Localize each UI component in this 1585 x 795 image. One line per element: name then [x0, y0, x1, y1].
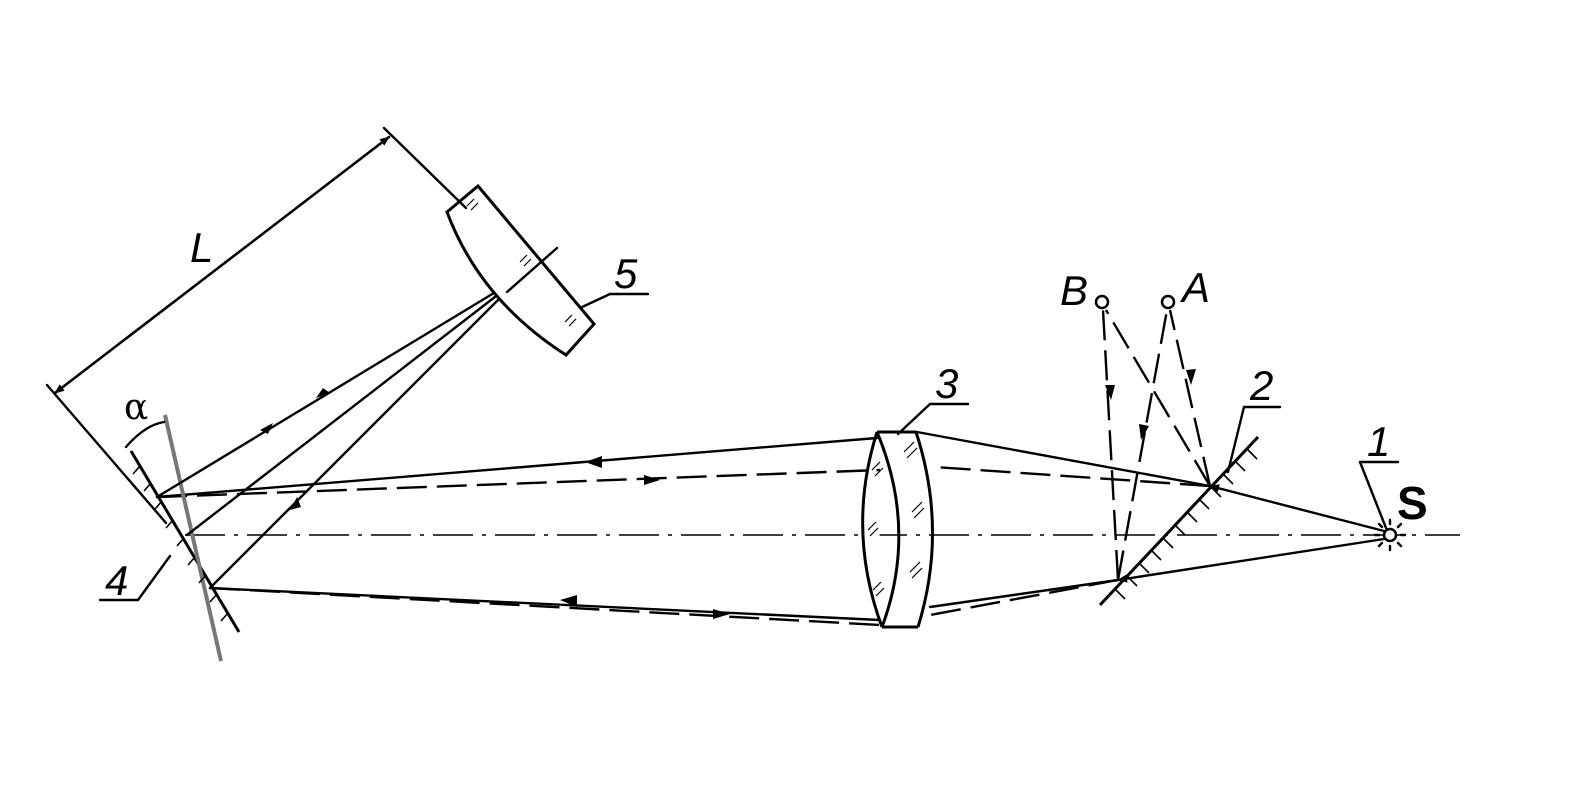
leader-3 [896, 402, 932, 436]
mirror-4 [129, 414, 241, 662]
leader-5 [578, 292, 612, 310]
rays-source-to-lens [915, 430, 1386, 617]
rays-lens-to-mirror4 [155, 436, 882, 627]
point-b-marker [1094, 294, 1110, 310]
leader-2 [1226, 405, 1246, 474]
light-source [1373, 518, 1407, 552]
leader-4 [136, 554, 172, 602]
label-alpha: α [124, 387, 148, 428]
label-a: A [1179, 264, 1210, 311]
leader-1 [1358, 460, 1388, 530]
dimension-l [45, 126, 468, 525]
return-rays-ab [1101, 309, 1212, 581]
label-1: 1 [1367, 418, 1390, 465]
label-l: L [190, 224, 213, 271]
angle-arc [124, 420, 166, 449]
label-2: 2 [1249, 362, 1273, 409]
label-5: 5 [614, 250, 638, 297]
lens-3 [861, 430, 934, 629]
mirror-5 [445, 183, 596, 357]
label-b: B [1060, 267, 1088, 314]
point-a-marker [1160, 294, 1176, 310]
label-4: 4 [105, 557, 128, 604]
label-3: 3 [935, 360, 958, 407]
rays-mirror4-to-mirror5 [155, 274, 524, 590]
label-s: S [1397, 477, 1428, 529]
